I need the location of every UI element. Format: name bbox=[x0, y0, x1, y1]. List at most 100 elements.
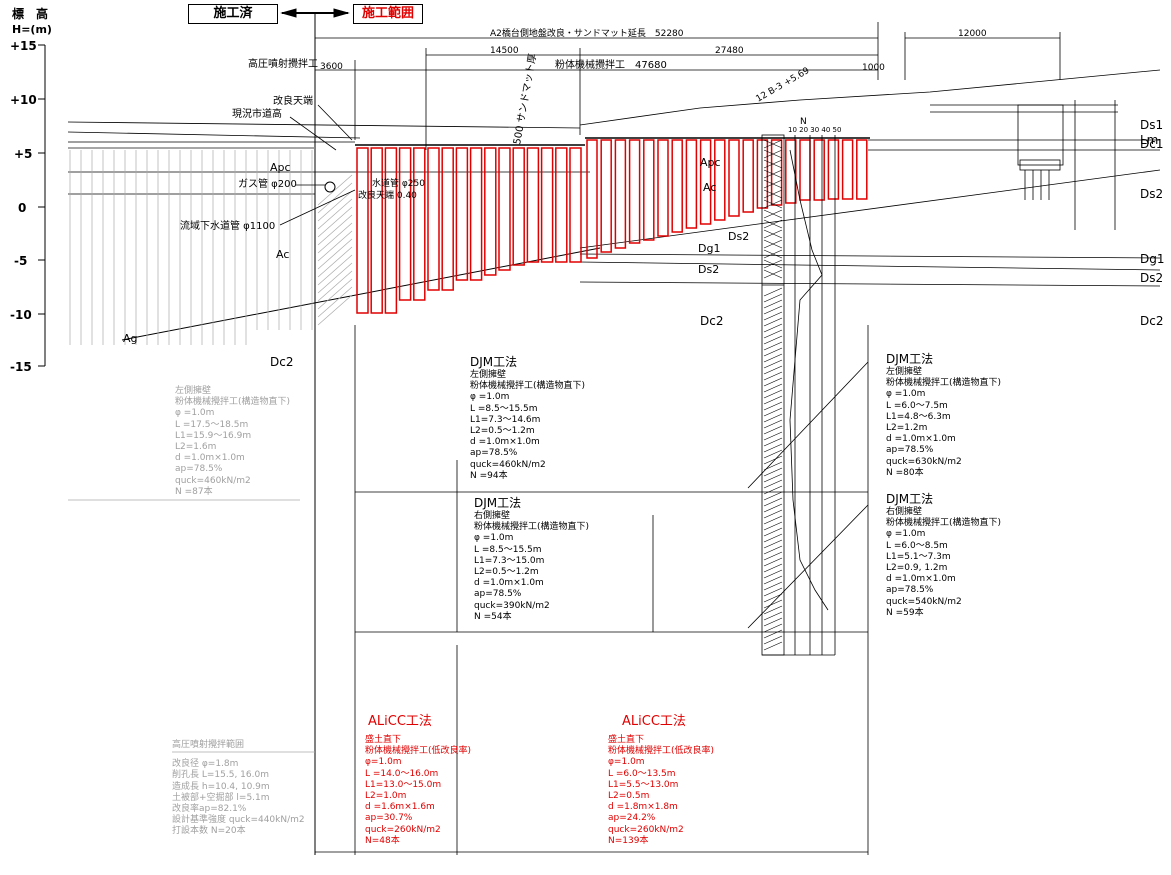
note-line: 造成長 h=10.4, 10.9m bbox=[172, 781, 270, 792]
elevation-tick: +10 bbox=[10, 93, 37, 107]
note-line: d =1.0m×1.0m bbox=[886, 574, 956, 585]
boring-hatch-line bbox=[763, 259, 783, 269]
label-gas-pipe: ガス管 φ200 bbox=[238, 177, 297, 190]
boring-hatch-line bbox=[763, 219, 783, 229]
note-line: quck=460kN/m2 bbox=[175, 475, 251, 486]
note-line: N =54本 bbox=[474, 611, 512, 622]
left-gray-note: 左側擁壁 粉体機械攪拌工(構造物直下) φ =1.0m L =17.5～18.5… bbox=[175, 386, 290, 498]
elevation-tick: -10 bbox=[10, 308, 32, 322]
dimension-lines bbox=[315, 22, 1061, 150]
improvement-columns bbox=[356, 139, 868, 314]
boring-hatch-line bbox=[763, 449, 783, 459]
note-line: 粉体機械攪拌工(低改良率) bbox=[365, 746, 472, 757]
note-line: d =1.8m×1.8m bbox=[608, 802, 678, 813]
boring-hatch-line bbox=[763, 491, 783, 501]
improvement-column bbox=[742, 139, 754, 213]
boring-hatch-line bbox=[763, 329, 783, 339]
soil-ac-mid: Ac bbox=[703, 181, 716, 194]
note-line: quck=540kN/m2 bbox=[886, 596, 962, 607]
note-line: 削孔長 L=15.5, 16.0m bbox=[172, 770, 269, 781]
note-line: 粉体機械攪拌工(構造物直下) bbox=[886, 378, 1002, 389]
boring-hatch-line bbox=[763, 551, 783, 561]
improvement-column bbox=[455, 147, 469, 281]
boring-hatch-line bbox=[763, 575, 783, 585]
hatch-line bbox=[317, 230, 353, 262]
dim-1000: 1000 bbox=[862, 63, 885, 73]
note-heading: ALiCC工法 bbox=[622, 714, 686, 729]
hatch-line bbox=[317, 262, 353, 294]
note-line: N =80本 bbox=[886, 467, 924, 478]
note-line: L =8.5～15.5m bbox=[470, 403, 538, 414]
boring-hatch-line bbox=[763, 377, 783, 387]
boring-hatch bbox=[763, 139, 783, 651]
hatch-line bbox=[317, 246, 353, 278]
label-kairyo-tenba-2: 改良天端 0.40 bbox=[358, 189, 417, 201]
hatch-line bbox=[317, 286, 353, 318]
note-line: 改良率ap=82.1% bbox=[172, 804, 247, 815]
label-n-values: 10 20 30 40 50 bbox=[788, 126, 841, 134]
improvement-column bbox=[413, 147, 426, 301]
hatch-line bbox=[317, 206, 353, 238]
boring-hatch-line bbox=[763, 401, 783, 411]
boring-hatch-line bbox=[763, 641, 783, 651]
boring-hatch-line bbox=[763, 353, 783, 363]
hatch-line bbox=[317, 174, 353, 206]
note-line: quck=460kN/m2 bbox=[470, 459, 546, 470]
elevation-tick: -5 bbox=[14, 254, 27, 268]
boring-hatch-line bbox=[763, 593, 783, 603]
boring-hatch-line bbox=[763, 605, 783, 615]
boring-hatch-line bbox=[763, 159, 783, 169]
boring-hatch-line bbox=[763, 431, 783, 441]
note-line: L =6.0～8.5m bbox=[886, 540, 948, 551]
improvement-column bbox=[540, 147, 554, 263]
note-line: 改良径 φ=1.8m bbox=[172, 759, 239, 770]
djm-right-note: DJM工法 右側擁壁 粉体機械攪拌工(構造物直下) φ =1.0m L =8.5… bbox=[474, 496, 589, 623]
elevation-axis bbox=[38, 44, 46, 367]
soil-ds2-mid2: Ds2 bbox=[698, 263, 719, 276]
soil-lm: Lm bbox=[1140, 133, 1158, 147]
boring-hatch-line bbox=[763, 179, 783, 189]
label-north: N bbox=[800, 117, 807, 127]
boring-hatch-line bbox=[763, 569, 783, 579]
soil-dc2-r: Dc2 bbox=[1140, 314, 1163, 328]
dim-12000: 12000 bbox=[958, 29, 987, 39]
boring-hatch-line bbox=[763, 359, 783, 369]
note-line: L =8.5～15.5m bbox=[474, 544, 542, 555]
note-line: L1=5.5～13.0m bbox=[608, 779, 679, 790]
boring-hatch-line bbox=[763, 599, 783, 609]
boring-hatch-line bbox=[763, 317, 783, 327]
improvement-column bbox=[685, 139, 698, 229]
boring-hatch-line bbox=[763, 323, 783, 333]
dim-27480: 27480 bbox=[715, 46, 744, 56]
note-line: N =59本 bbox=[886, 607, 924, 618]
improvement-column bbox=[614, 139, 627, 249]
improvement-column bbox=[356, 147, 369, 314]
note-line: ap=78.5% bbox=[470, 448, 518, 459]
note-heading: DJM工法 bbox=[474, 496, 522, 510]
note-line: 盛土直下 bbox=[608, 735, 645, 745]
soil-dg1-r: Dg1 bbox=[1140, 252, 1165, 266]
note-heading: ALiCC工法 bbox=[368, 714, 432, 729]
note-line: 盛土直下 bbox=[365, 735, 402, 745]
note-line: 土被部+空掘部 l=5.1m bbox=[172, 792, 270, 803]
hatch-line bbox=[317, 182, 353, 214]
note-line: d =1.0m×1.0m bbox=[474, 578, 544, 589]
boring-hatch-line bbox=[763, 581, 783, 591]
note-line: 設計基準強度 quck=440kN/m2 bbox=[172, 815, 305, 826]
soil-ds2-mid: Ds2 bbox=[728, 230, 749, 243]
note-line: L2=0.5～1.2m bbox=[470, 426, 535, 437]
note-line: φ =1.0m bbox=[470, 392, 510, 403]
label-water-pipe: 水道管 φ250 bbox=[372, 177, 425, 189]
note-line: L2=1.6m bbox=[175, 442, 217, 453]
boring-hatch-line bbox=[763, 365, 783, 375]
improvement-column bbox=[569, 147, 582, 263]
note-line: d =1.0m×1.0m bbox=[886, 434, 956, 445]
elevation-label: 標 高 bbox=[12, 6, 48, 21]
improvement-column bbox=[714, 139, 726, 221]
label-road-height: 現況市道高 bbox=[232, 107, 282, 120]
note-heading: DJM工法 bbox=[886, 352, 934, 366]
boring-hatch-line bbox=[763, 209, 783, 219]
improvement-column bbox=[526, 147, 540, 263]
alicc-left-note: ALiCC工法 盛土直下 粉体機械攪拌工(低改良率) φ=1.0m L =14.… bbox=[365, 714, 471, 847]
improvement-column bbox=[770, 139, 783, 206]
